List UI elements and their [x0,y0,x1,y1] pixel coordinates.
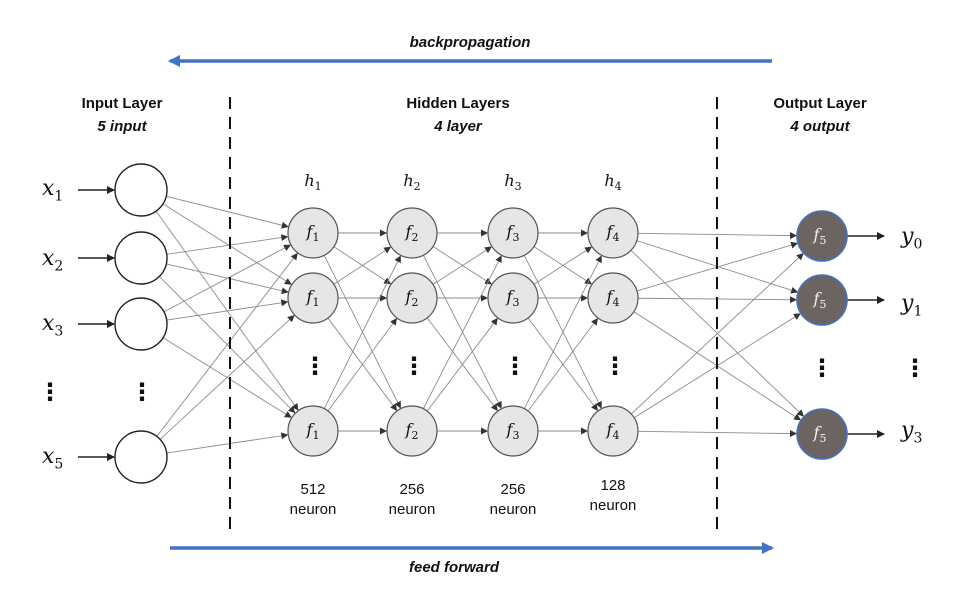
hidden-layer-1-ellipsis: ⋮ [303,352,327,380]
output-node-label-f5: f5 [813,423,827,446]
input-label-x3: x3 [42,311,64,340]
connection-hidden-hidden [527,317,598,412]
connection-input-hidden [156,252,298,437]
node-label-f3: f3 [506,420,520,443]
output-node-ellipsis: ⋮ [810,354,834,382]
output-label-y3: y3 [901,418,923,447]
node-label-f1: f1 [306,287,320,310]
connection-hidden-hidden [432,246,492,285]
connection-input-hidden [166,432,289,454]
input-label-x2: x2 [42,246,64,275]
hidden-layer-2-ellipsis: ⋮ [402,352,426,380]
connection-hidden-hidden [323,255,401,409]
connection-hidden-hidden [523,255,602,409]
hidden-neuron-layer-1 [287,272,339,324]
connection-hidden-hidden [333,246,392,285]
connection-input-hidden [166,195,289,229]
output-label-y1: y1 [901,291,923,320]
feed-forward-label: feed forward [408,559,499,576]
node-label-f4: f4 [606,222,620,245]
hidden-neuron-layer-4 [587,207,639,259]
node-label-f2: f2 [405,222,419,245]
hidden-neuron-layer-1 [287,405,339,457]
connection-hidden-hidden [327,318,398,412]
hidden-layer-3-ellipsis: ⋮ [503,352,527,380]
node-label-f1: f1 [306,420,320,443]
connection-input-hidden [166,299,289,321]
hidden-neuron-layer-4 [587,405,639,457]
hidden-neuron-layer-3 [487,207,539,259]
connection-hidden-hidden [533,246,593,285]
input-layer-title: Input Layer [81,95,163,112]
connection-input-hidden [162,203,292,285]
hidden-layers-subtitle: 4 layer [434,118,482,135]
output-node-label-f5: f5 [813,225,827,248]
node-label-f1: f1 [306,222,320,245]
node-label-f4: f4 [606,287,620,310]
output-label-y0: y0 [901,224,923,253]
static-shapes [78,55,885,554]
hidden-layer-label-h3: h3 [504,171,522,194]
backpropagation-label: backpropagation [409,34,531,51]
connection-input-hidden [166,234,289,255]
input-label-ellipsis: ⋮ [38,378,62,406]
hidden-neuron-layer-1 [287,207,339,259]
connection-hidden-hidden [333,246,392,285]
hidden-layer-4-ellipsis: ⋮ [603,352,627,380]
neurons [114,163,848,484]
hidden-neuron-layer-2 [386,405,438,457]
hidden-neuron-layer-2 [386,207,438,259]
node-label-f3: f3 [506,287,520,310]
connection-hidden-hidden [533,246,593,285]
output-layer-title: Output Layer [773,95,867,112]
input-neuron [114,231,168,285]
connection-input-hidden [159,314,295,440]
connection-hidden-hidden [426,317,498,412]
connection-hidden-hidden [327,317,398,411]
node-label-f2: f2 [405,420,419,443]
connection-hidden-hidden [426,317,498,412]
hidden-neuron-layer-2 [386,272,438,324]
output-node-label-f5: f5 [813,289,827,312]
output-neuron [796,274,848,326]
hidden-layer-label-h2: h2 [403,171,421,194]
input-node-ellipsis: ⋮ [130,378,154,406]
hidden-neuron-layer-4 [587,272,639,324]
output-neuron [796,210,848,262]
input-neuron [114,430,168,484]
output-neuron [796,408,848,460]
hidden-neuron-layer-3 [487,272,539,324]
connection-input-hidden [163,244,291,313]
connection-hidden-output [630,250,804,417]
input-layer-subtitle: 5 input [97,118,147,135]
connection-hidden-output [637,232,798,240]
node-label-f2: f2 [405,287,419,310]
input-neuron [114,163,168,217]
input-label-x5: x5 [42,444,64,473]
hidden-neuron-layer-3 [487,405,539,457]
input-label-x1: x1 [42,176,64,205]
connection-hidden-hidden [527,317,598,412]
connection-hidden-hidden [432,246,492,285]
input-neuron [114,297,168,351]
connection-hidden-output [637,430,798,438]
connection-input-hidden [155,210,299,411]
output-label-ellipsis: ⋮ [903,354,927,382]
hidden-layers-title: Hidden Layers [406,95,510,112]
hidden-layer-label-h4: h4 [604,171,622,194]
connection-hidden-output [630,253,804,415]
node-label-f3: f3 [506,222,520,245]
output-layer-subtitle: 4 output [790,118,850,135]
connection-hidden-hidden [422,255,502,409]
hidden-layer-label-h1: h1 [304,171,322,194]
node-label-f4: f4 [606,420,620,443]
connection-lines [155,195,804,454]
